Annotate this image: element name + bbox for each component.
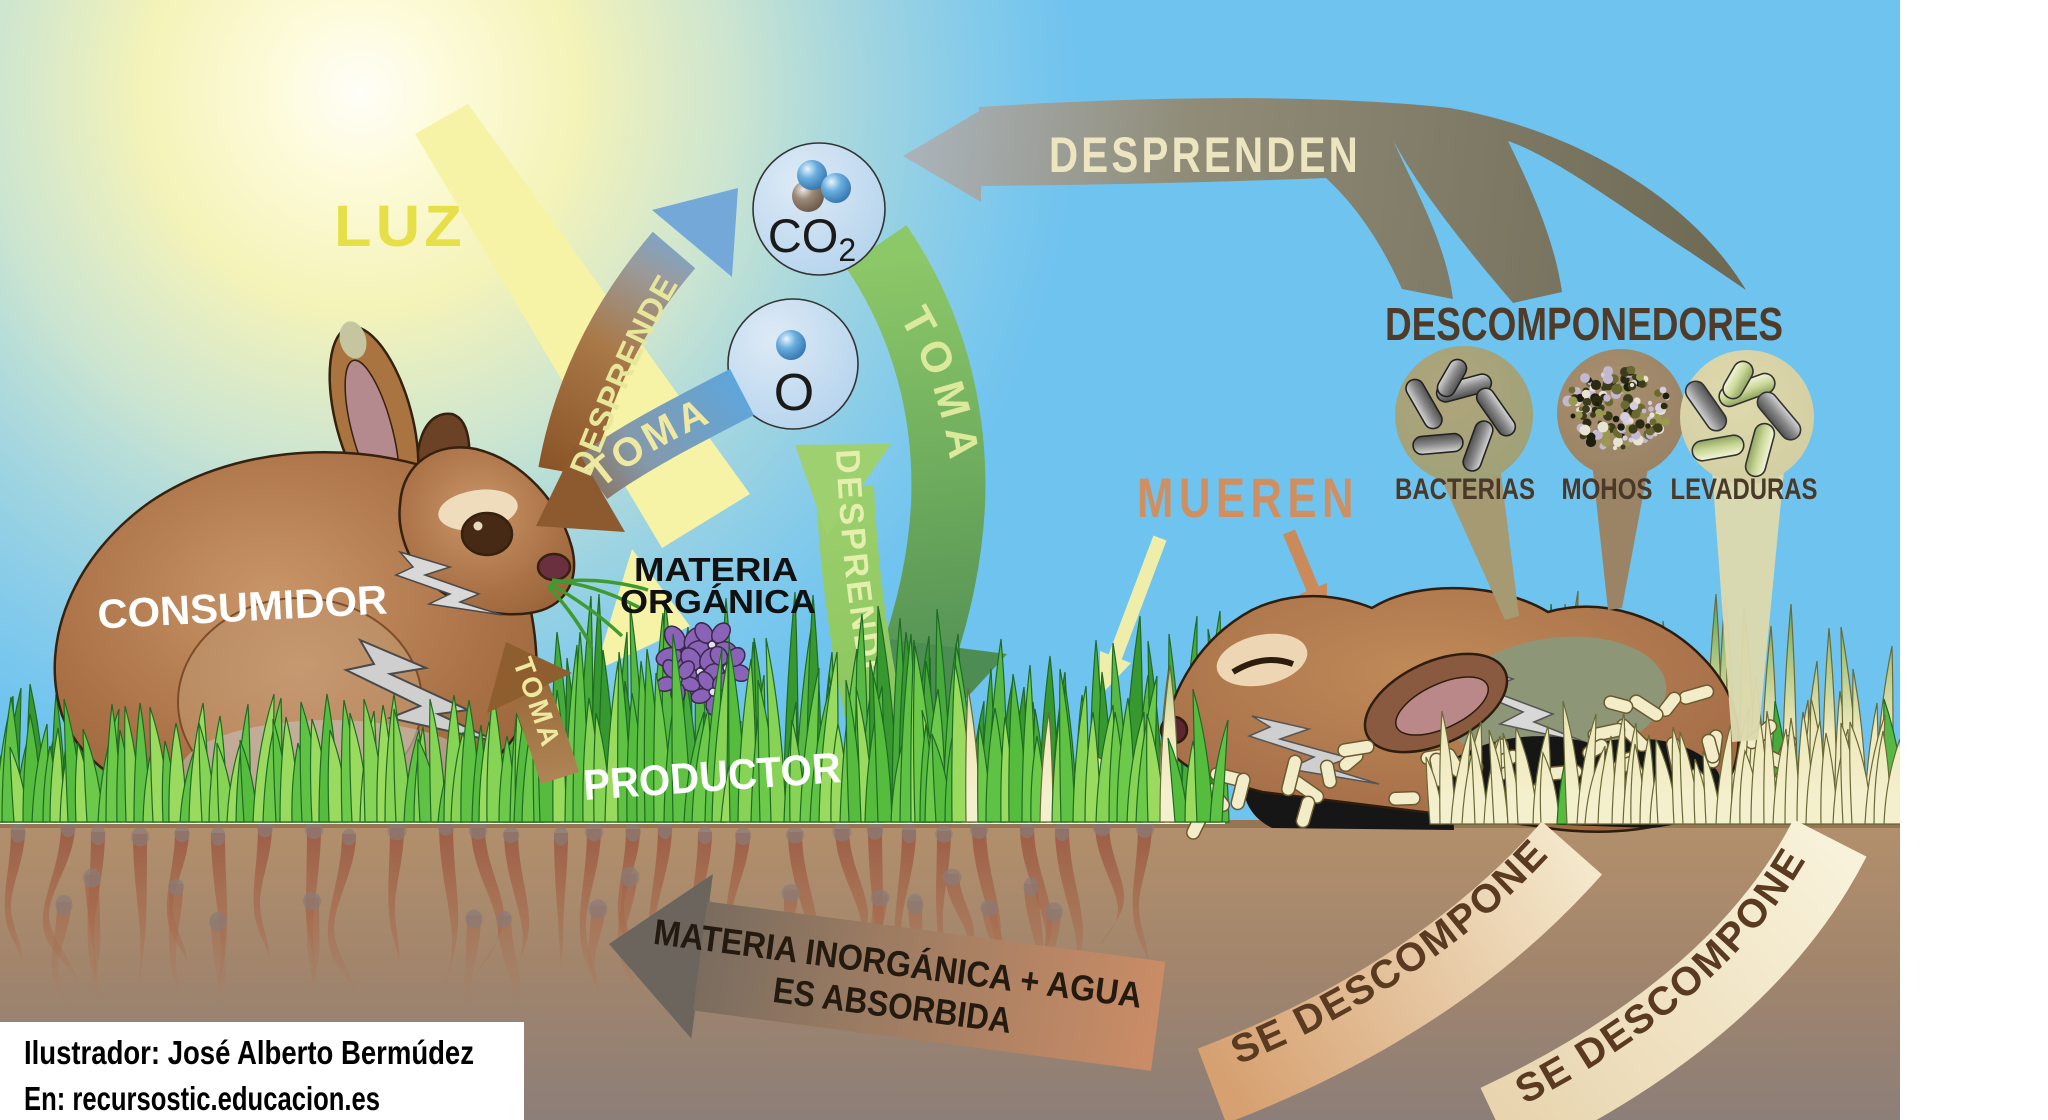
svg-text:BACTERIAS: BACTERIAS [1395, 473, 1535, 506]
svg-text:DESCOMPONEDORES: DESCOMPONEDORES [1385, 298, 1783, 350]
svg-text:LUZ: LUZ [334, 194, 466, 259]
svg-text:O: O [774, 364, 814, 422]
svg-text:Ilustrador: José Alberto Bermú: Ilustrador: José Alberto Bermúdez [24, 1034, 474, 1071]
svg-text:LEVADURAS: LEVADURAS [1671, 473, 1818, 506]
svg-text:MUEREN: MUEREN [1137, 466, 1359, 529]
svg-text:MATERIA: MATERIA [634, 551, 798, 588]
svg-text:MOHOS: MOHOS [1562, 473, 1653, 506]
svg-text:DESPRENDEN: DESPRENDEN [1049, 127, 1361, 183]
svg-text:ORGÁNICA: ORGÁNICA [620, 583, 816, 620]
svg-text:En: recursostic.educacion.es: En: recursostic.educacion.es [24, 1080, 380, 1117]
